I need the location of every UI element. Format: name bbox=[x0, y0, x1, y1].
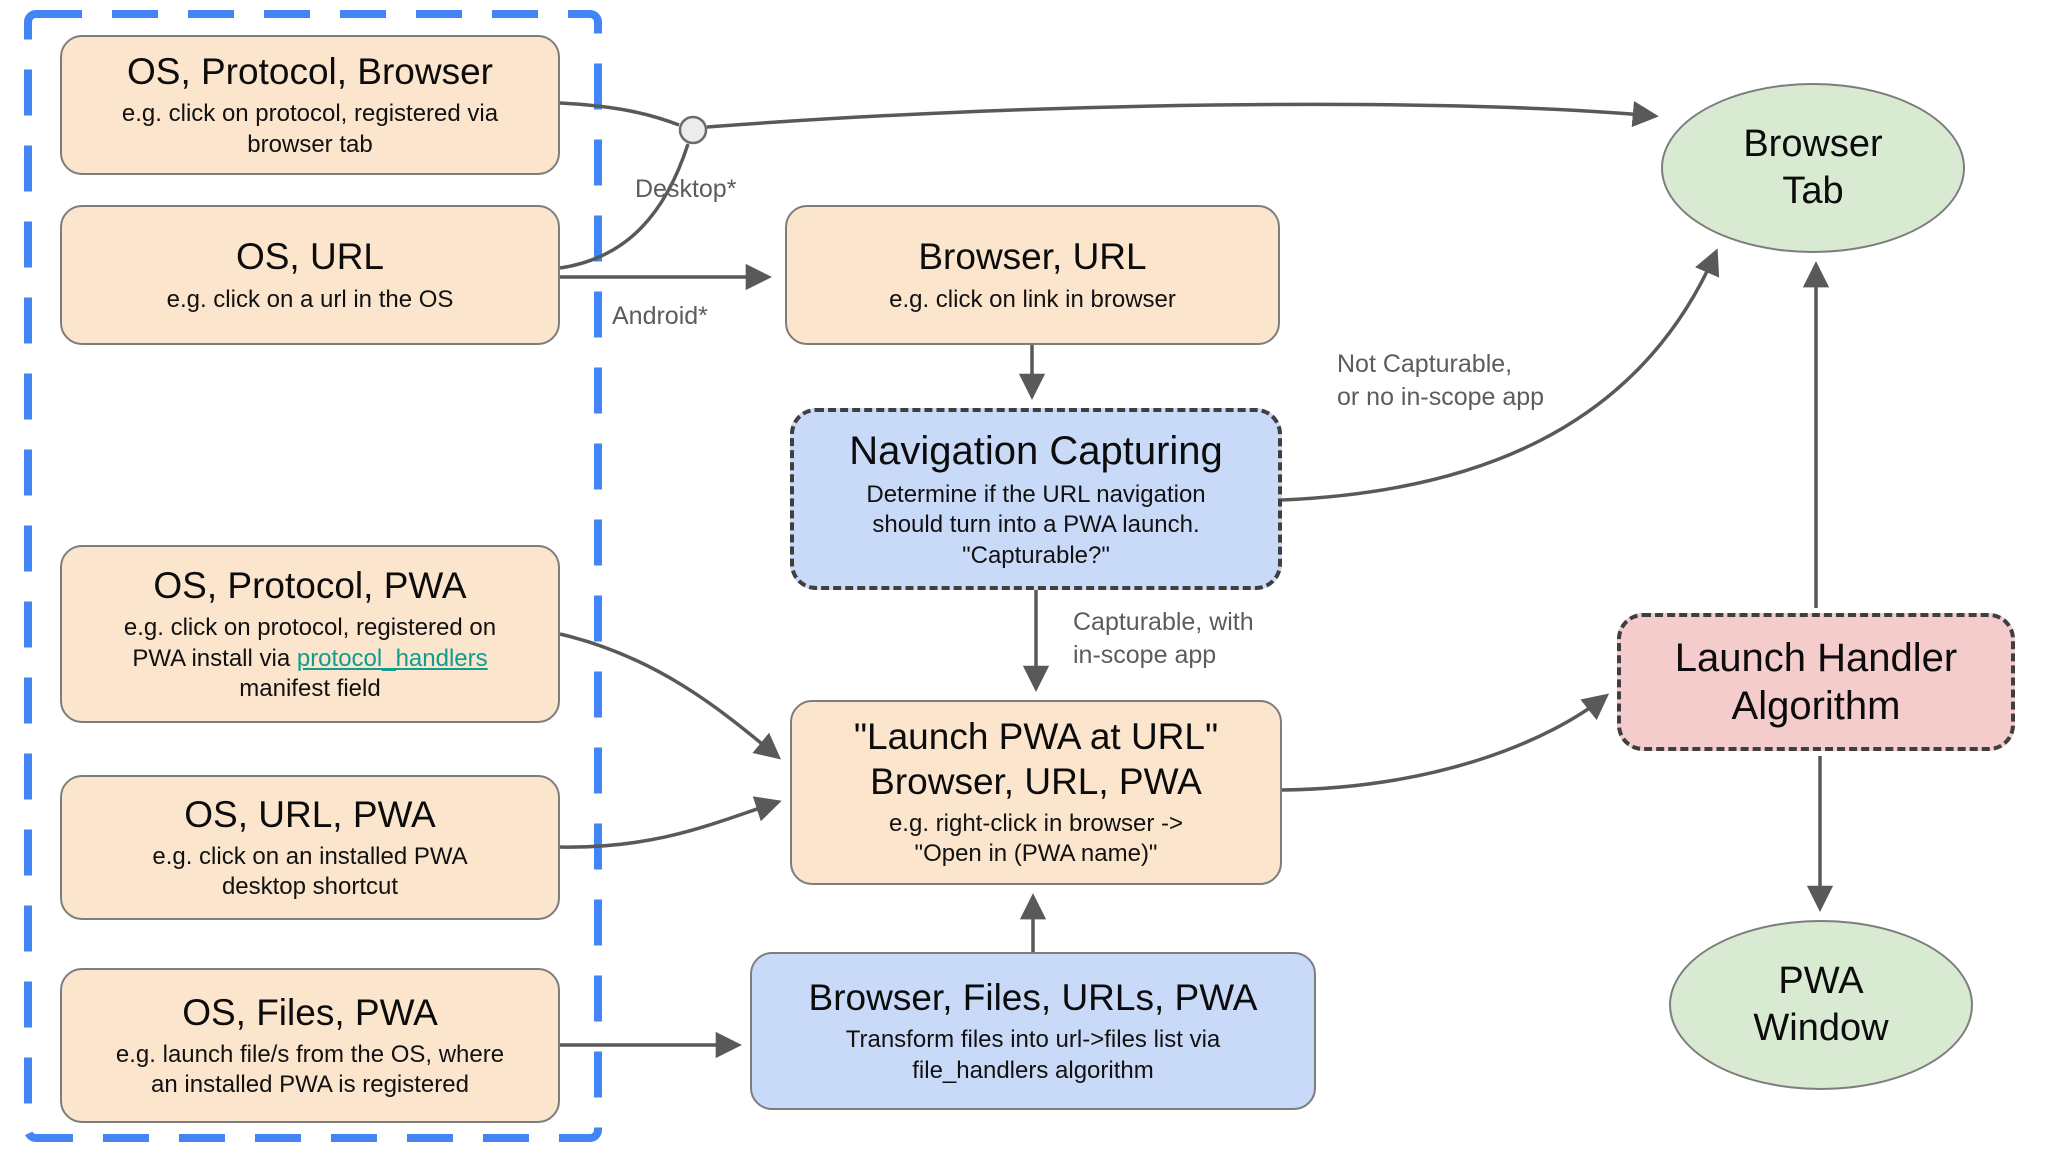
node-os-protocol-browser: OS, Protocol, Browser e.g. click on prot… bbox=[60, 35, 560, 175]
node-subtitle: Transform files into url->files list via… bbox=[845, 1026, 1221, 1084]
edge-navigation-capturing-to-browser-tab bbox=[1281, 248, 1720, 502]
node-subtitle: e.g. click on an installed PWA desktop s… bbox=[152, 842, 468, 901]
node-browser-url: Browser, URL e.g. click on link in brows… bbox=[785, 205, 1280, 345]
edge-junction-to-browser-tab bbox=[706, 100, 1659, 129]
edge-label-not-capturable: Not Capturable, or no in-scope app bbox=[1337, 350, 1545, 411]
node-subtitle: e.g. click on link in browser bbox=[889, 285, 1176, 313]
edge-os-url-to-junction-desktop bbox=[559, 143, 690, 270]
node-title: OS, Protocol, PWA bbox=[153, 564, 467, 606]
node-title: Navigation Capturing bbox=[849, 429, 1223, 474]
node-title: PWA Window bbox=[1753, 959, 1889, 1050]
node-browser-tab: Browser Tab bbox=[1661, 83, 1965, 253]
node-os-files-pwa: OS, Files, PWA e.g. launch file/s from t… bbox=[60, 968, 560, 1123]
node-subtitle: Determine if the URL navigation should t… bbox=[866, 481, 1206, 569]
node-os-url: OS, URL e.g. click on a url in the OS bbox=[60, 205, 560, 345]
node-title: "Launch PWA at URL" Browser, URL, PWA bbox=[853, 716, 1219, 802]
node-title: OS, Files, PWA bbox=[182, 991, 438, 1033]
edge-os-protocol-pwa-to-launch-pwa bbox=[559, 632, 782, 760]
node-launch-handler-algorithm: Launch Handler Algorithm bbox=[1617, 613, 2015, 751]
node-subtitle: e.g. launch file/s from the OS, where an… bbox=[115, 1040, 505, 1099]
edge-label-android: Android* bbox=[612, 302, 708, 330]
node-browser-files-urls-pwa: Browser, Files, URLs, PWA Transform file… bbox=[750, 952, 1316, 1110]
node-title: Browser, Files, URLs, PWA bbox=[808, 977, 1258, 1019]
edge-os-url-pwa-to-launch-pwa bbox=[559, 796, 782, 849]
node-launch-pwa-at-url: "Launch PWA at URL" Browser, URL, PWA e.… bbox=[790, 700, 1282, 885]
node-subtitle: e.g. click on a url in the OS bbox=[166, 285, 454, 313]
edge-label-capturable: Capturable, with in-scope app bbox=[1073, 608, 1254, 669]
edge-launch-pwa-to-launch-handler bbox=[1281, 693, 1610, 792]
node-title: OS, URL bbox=[235, 236, 385, 278]
node-os-url-pwa: OS, URL, PWA e.g. click on an installed … bbox=[60, 775, 560, 920]
node-navigation-capturing: Navigation Capturing Determine if the UR… bbox=[790, 408, 1282, 590]
node-subtitle: e.g. click on protocol, registered via b… bbox=[121, 100, 499, 158]
node-os-protocol-pwa: OS, Protocol, PWA e.g. click on protocol… bbox=[60, 545, 560, 723]
node-title: OS, URL, PWA bbox=[184, 793, 436, 835]
protocol-handlers-link[interactable]: protocol_handlers bbox=[296, 644, 488, 672]
node-subtitle: e.g. click on protocol, registered on PW… bbox=[124, 613, 496, 704]
node-pwa-window: PWA Window bbox=[1669, 920, 1973, 1090]
edge-os-protocol-browser-to-junction bbox=[559, 101, 680, 127]
node-title: Browser Tab bbox=[1743, 122, 1883, 213]
edge-label-desktop: Desktop* bbox=[635, 175, 737, 203]
node-title: Browser, URL bbox=[918, 236, 1147, 278]
subtitle-text-pre: e.g. click on protocol, registered on PW… bbox=[123, 614, 497, 672]
node-subtitle: e.g. right-click in browser -> "Open in … bbox=[888, 810, 1184, 868]
node-title: Launch Handler Algorithm bbox=[1674, 636, 1958, 728]
merge-junction bbox=[678, 115, 708, 145]
subtitle-text-post: manifest field bbox=[239, 674, 381, 702]
node-title: OS, Protocol, Browser bbox=[126, 51, 493, 93]
